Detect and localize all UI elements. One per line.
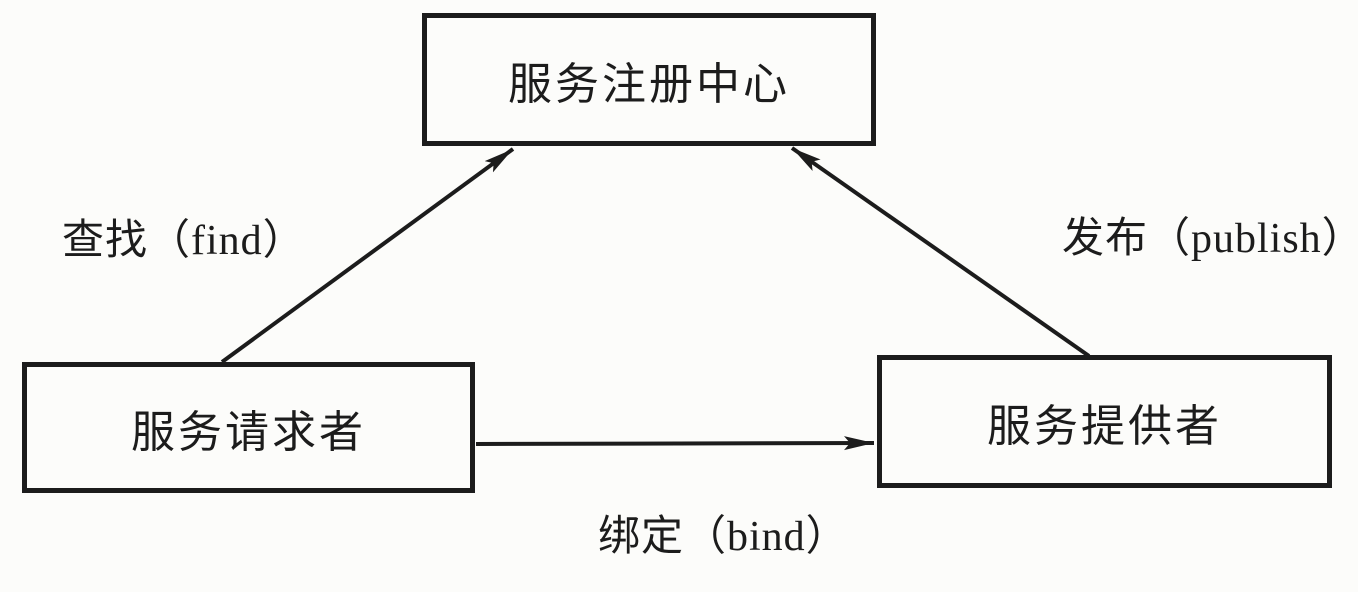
node-service-provider-label: 服务提供者: [987, 401, 1222, 451]
find-arrow: [220, 147, 515, 364]
node-service-registry-label: 服务注册中心: [508, 59, 790, 109]
node-service-requester-label: 服务请求者: [131, 407, 366, 457]
node-service-registry: 服务注册中心: [422, 13, 876, 146]
find-edge-label: 查找（find）: [62, 218, 306, 264]
publish-arrow: [790, 146, 1091, 358]
bind-edge-label: 绑定（bind）: [598, 514, 849, 560]
publish-edge-label: 发布（publish）: [1062, 216, 1358, 262]
node-service-requester: 服务请求者: [22, 362, 475, 493]
bind-arrow: [475, 436, 875, 451]
node-service-provider: 服务提供者: [877, 355, 1332, 488]
